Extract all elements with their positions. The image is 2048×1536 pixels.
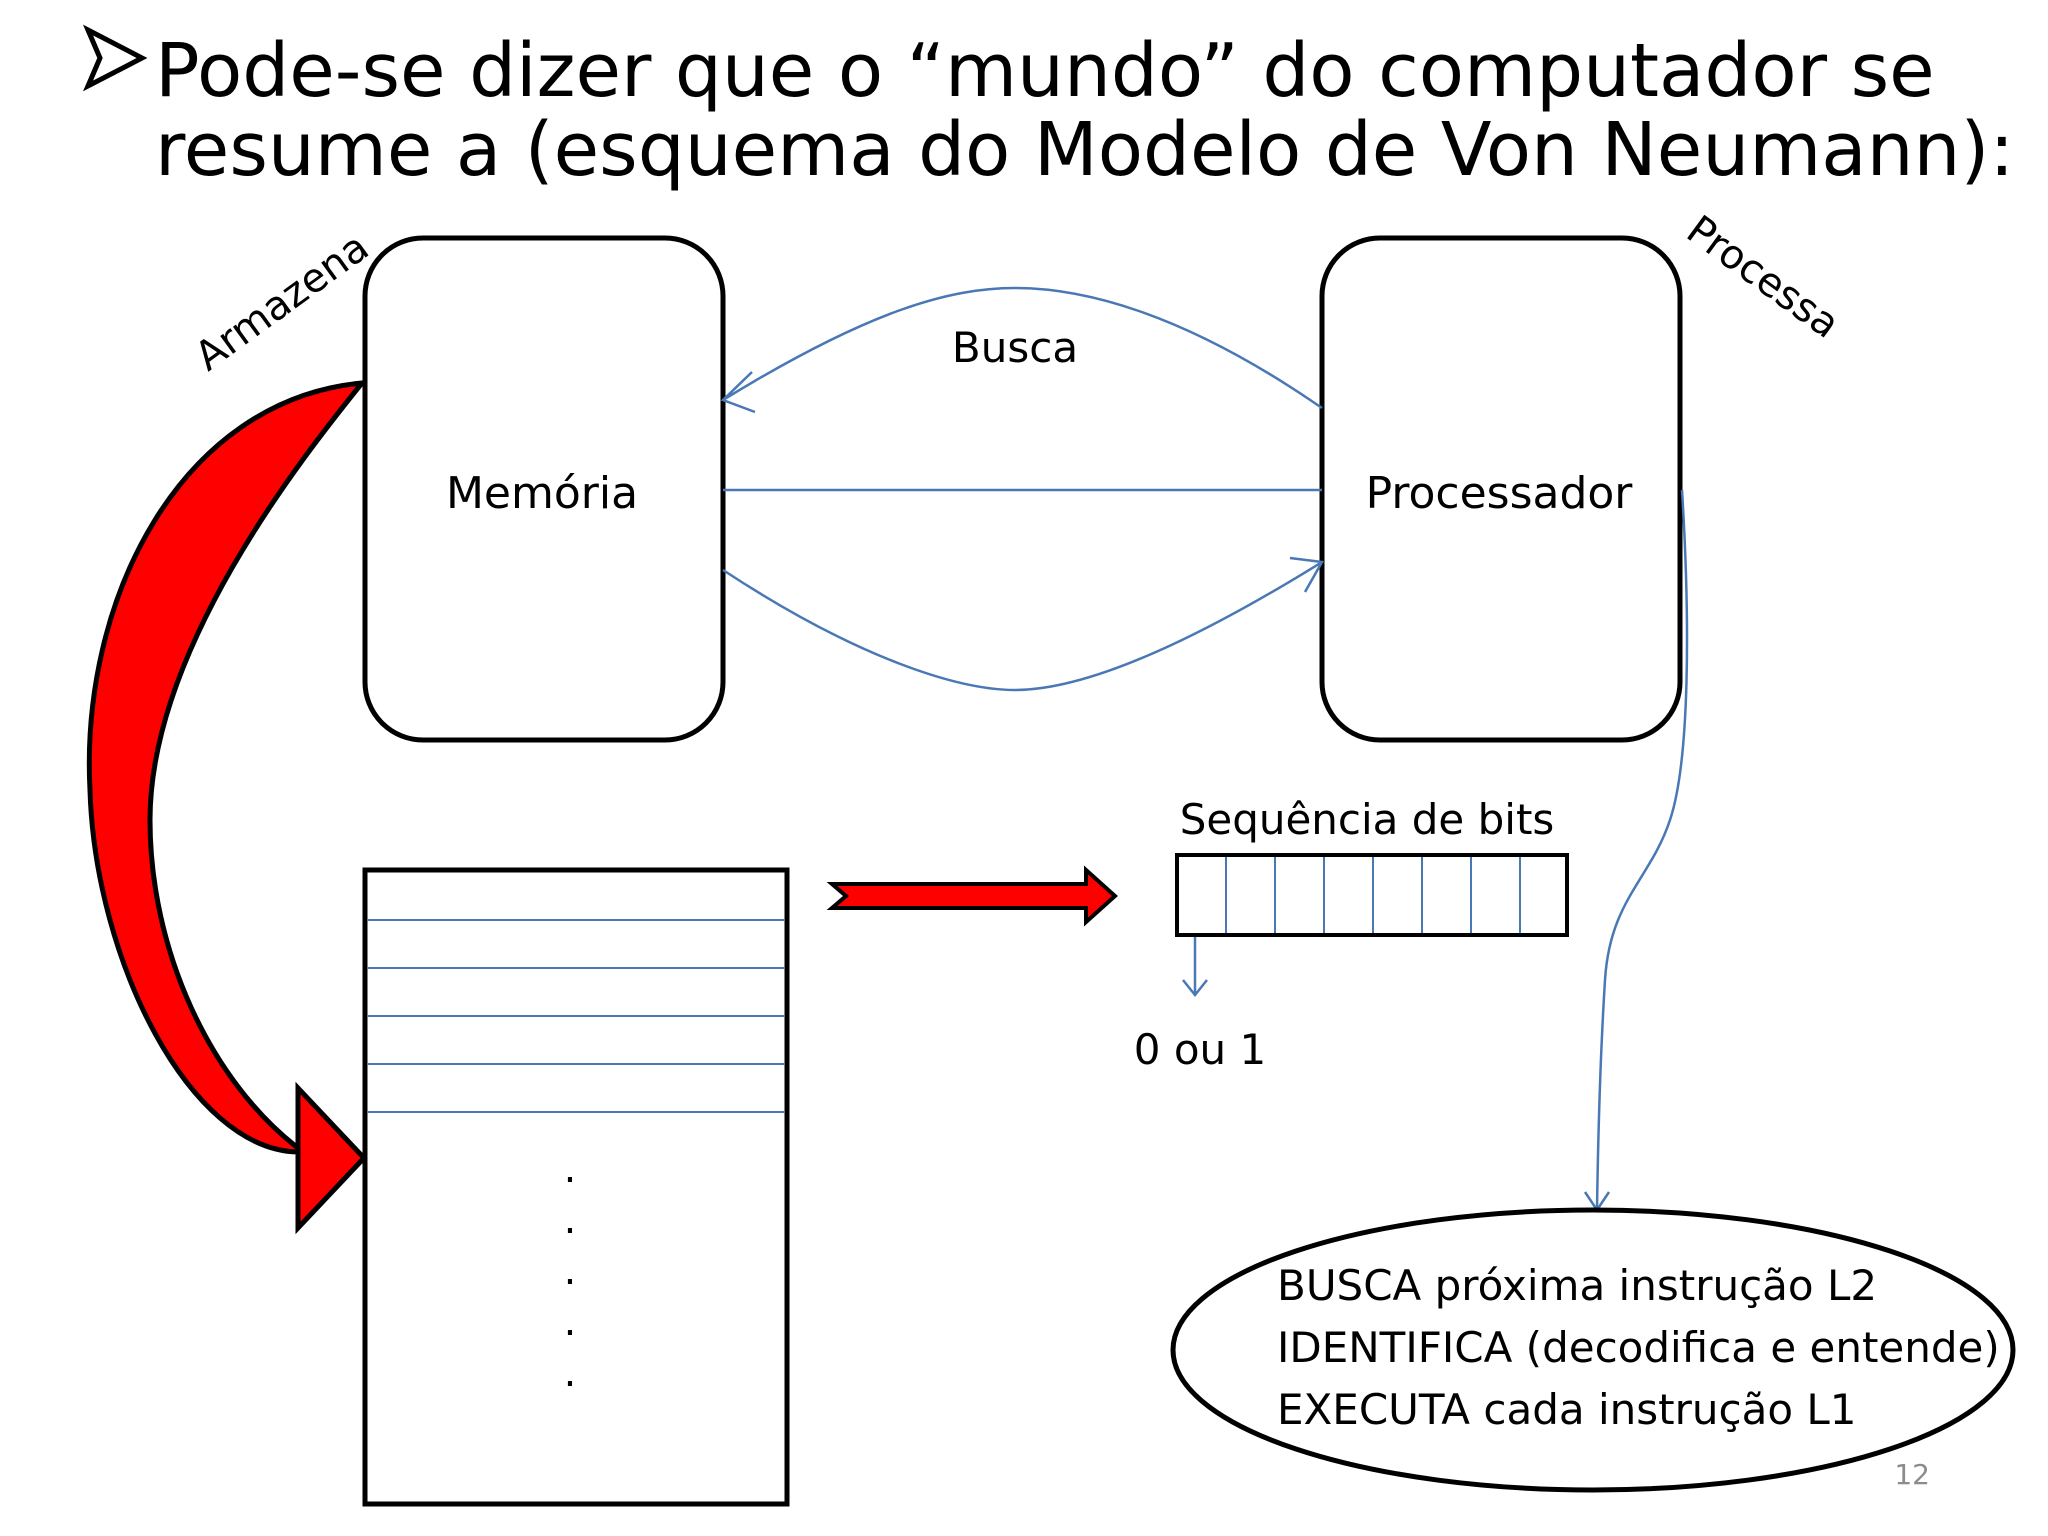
bit-value-label: 0 ou 1 [1134,1025,1266,1074]
cycle-step: BUSCA próxima instrução L2 [1277,1261,1877,1310]
memory-dot: . [564,1197,577,1243]
page-number: 12 [1894,1458,1930,1491]
memory-box [362,235,726,743]
memory-dot: . [564,1248,577,1294]
memory-dot: . [564,1350,577,1396]
slide-title-line-1: Pode-se dizer que o “mundo” do computado… [155,28,1935,114]
bit-sequence-red-arrow [826,865,1118,927]
fetch-connector [722,286,1323,410]
arrowhead-bullet-icon [82,24,148,92]
fetch-label: Busca [952,323,1078,372]
processor-box [1319,235,1683,743]
store-label: Armazena [187,224,378,380]
slide-title-line-2: resume a (esquema do Modelo de Von Neuma… [155,107,2015,193]
processor-label: Processador [1366,468,1634,519]
memory-dot: . [564,1299,577,1345]
fetch-arrowhead-icon [720,371,756,414]
cycle-step: EXECUTA cada instrução L1 [1277,1385,1857,1434]
store-red-arrow [86,379,368,1235]
memory-cells-box [362,867,790,1507]
diagram-shape [82,24,148,92]
memory-label: Memória [446,468,638,519]
bit-sequence-label: Sequência de bits [1180,795,1555,844]
bit-sequence-box [1175,853,1569,937]
cycle-step: IDENTIFICA (decodifica e entende) [1277,1323,2000,1372]
instruction-cycle-ellipse [1170,1207,2016,1493]
process-label: Processa [1678,207,1848,348]
store-connector [722,560,1323,692]
store-arrowhead-icon [1289,556,1325,593]
process-connector [1595,489,1689,1211]
bit-value-arrowhead-icon [1182,979,1208,998]
memory-dot: . [564,1146,577,1192]
process-arrowhead-icon [1583,1191,1611,1213]
